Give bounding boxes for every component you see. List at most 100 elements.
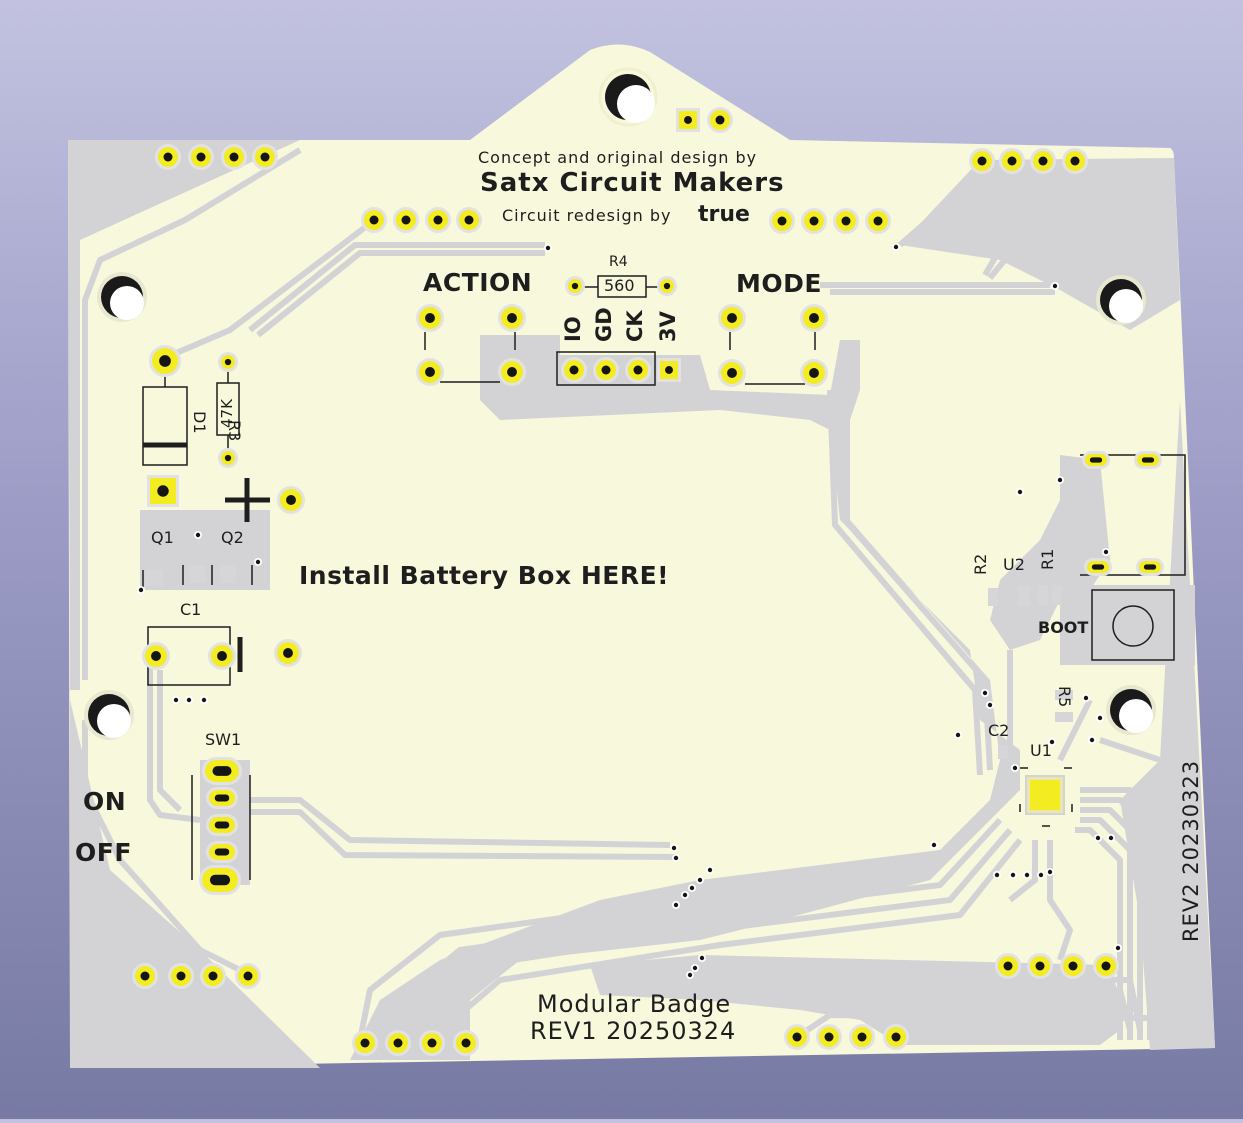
header-2-pin-3 <box>865 208 891 234</box>
header-0-pin-3 <box>252 144 278 170</box>
d1-ref-label: D1 <box>190 411 209 434</box>
header-1-pin-0 <box>361 207 387 233</box>
header-pin-gd-label: GD <box>592 307 616 342</box>
credits-concept-text: Concept and original design by <box>478 148 758 167</box>
header-5-pin-2 <box>419 1030 445 1056</box>
c1-ref-label: C1 <box>180 600 202 619</box>
via-21 <box>670 844 678 852</box>
sw1-ref-label: SW1 <box>205 730 242 749</box>
u2-ref-label: U2 <box>1003 555 1025 574</box>
header-1-pin-1 <box>393 207 419 233</box>
header-1-pin-2 <box>425 207 451 233</box>
pad-layer <box>132 107 1164 1056</box>
header-6-pin-3 <box>883 1024 909 1050</box>
mode-switch-pad-1 <box>800 304 828 332</box>
mounting-holes <box>84 67 1156 740</box>
via-20 <box>930 841 938 849</box>
via-28 <box>993 871 1001 879</box>
header-pin-ck-label: CK <box>623 310 647 342</box>
header-4-pin-1 <box>168 963 194 989</box>
q2-ref-label: Q2 <box>221 528 244 547</box>
header-6-pin-0 <box>784 1024 810 1050</box>
header-pin-io-label: IO <box>561 316 585 342</box>
footer-name-text: Modular Badge <box>537 990 732 1018</box>
action-switch-pad-2 <box>416 358 444 386</box>
r4-pad-left <box>565 276 585 296</box>
u1-ref-label: U1 <box>1030 741 1052 760</box>
sw1-pad-2 <box>206 814 238 836</box>
holder-pad-2 <box>1084 558 1112 576</box>
sw1-pad-3 <box>206 841 238 863</box>
r4-value-label: 560 <box>604 276 635 295</box>
via-27 <box>672 901 680 909</box>
via-0 <box>544 244 552 252</box>
header-pin-3v-label: 3V <box>656 311 680 342</box>
header-4-pin-2 <box>200 963 226 989</box>
mode-switch-pad-3 <box>800 359 828 387</box>
sw1-pad-0 <box>202 757 242 785</box>
via-12 <box>981 689 989 697</box>
q1-ref-label: Q1 <box>151 528 174 547</box>
via-1 <box>892 243 900 251</box>
header-5-pin-0 <box>352 1030 378 1056</box>
mode-switch-pad-2 <box>718 359 746 387</box>
via-13 <box>986 701 994 709</box>
via-25 <box>688 884 696 892</box>
prog-header-pin-2 <box>625 357 651 383</box>
via-2 <box>1051 282 1059 290</box>
header-6-pin-2 <box>849 1024 875 1050</box>
via-19 <box>1088 736 1096 744</box>
header-4-pin-0 <box>132 963 158 989</box>
header-0-pin-2 <box>221 144 247 170</box>
c1-pad-left <box>142 642 170 670</box>
via-36 <box>691 964 699 972</box>
via-33 <box>1094 834 1102 842</box>
header-5-pin-3 <box>453 1030 479 1056</box>
d1-pad-cathode <box>147 475 179 507</box>
credits-redesign-text: Circuit redesign by <box>502 206 672 225</box>
rev2-date-label: REV2 20230323 <box>1179 759 1203 942</box>
sw1-pad-4 <box>199 865 241 895</box>
header-3-pin-2 <box>1030 148 1056 174</box>
credits-org-text: Satx Circuit Makers <box>480 168 785 198</box>
header-6-pin-1 <box>816 1024 842 1050</box>
via-32 <box>1046 868 1054 876</box>
power-on-label: ON <box>83 787 127 816</box>
header-0-pin-0 <box>155 144 181 170</box>
r3-pad-top <box>218 352 238 372</box>
prog-header-pin-3v <box>657 358 681 382</box>
via-8 <box>200 696 208 704</box>
battery-plus-pad <box>277 486 305 514</box>
via-7 <box>185 696 193 704</box>
header-2-pin-2 <box>833 208 859 234</box>
via-5 <box>1102 548 1110 556</box>
top-connector-pin-square <box>676 108 700 132</box>
c2-ref-label: C2 <box>988 721 1010 740</box>
via-layer <box>137 243 1122 979</box>
via-34 <box>1107 834 1115 842</box>
r1-ref-label: R1 <box>1038 548 1057 570</box>
silkscreen-outlines <box>142 275 1186 880</box>
action-switch-pad-1 <box>498 304 526 332</box>
r2-ref-label: R2 <box>971 553 990 575</box>
via-15 <box>1011 764 1019 772</box>
power-off-label: OFF <box>75 838 132 867</box>
via-22 <box>672 854 680 862</box>
via-9 <box>137 586 145 594</box>
header-3-pin-0 <box>969 148 995 174</box>
via-16 <box>1082 694 1090 702</box>
header-1-pin-3 <box>456 207 482 233</box>
via-29 <box>1009 871 1017 879</box>
action-button-label: ACTION <box>423 268 533 297</box>
r4-pad-right <box>657 276 677 296</box>
header-3-pin-3 <box>1062 148 1088 174</box>
via-4 <box>1056 476 1064 484</box>
via-35 <box>1114 944 1122 952</box>
battery-minus-pad <box>274 639 302 667</box>
r3-value-label: 47K <box>218 399 236 428</box>
mode-switch-pad-0 <box>718 304 746 332</box>
header-2-pin-1 <box>801 208 827 234</box>
header-3-pin-1 <box>999 148 1025 174</box>
